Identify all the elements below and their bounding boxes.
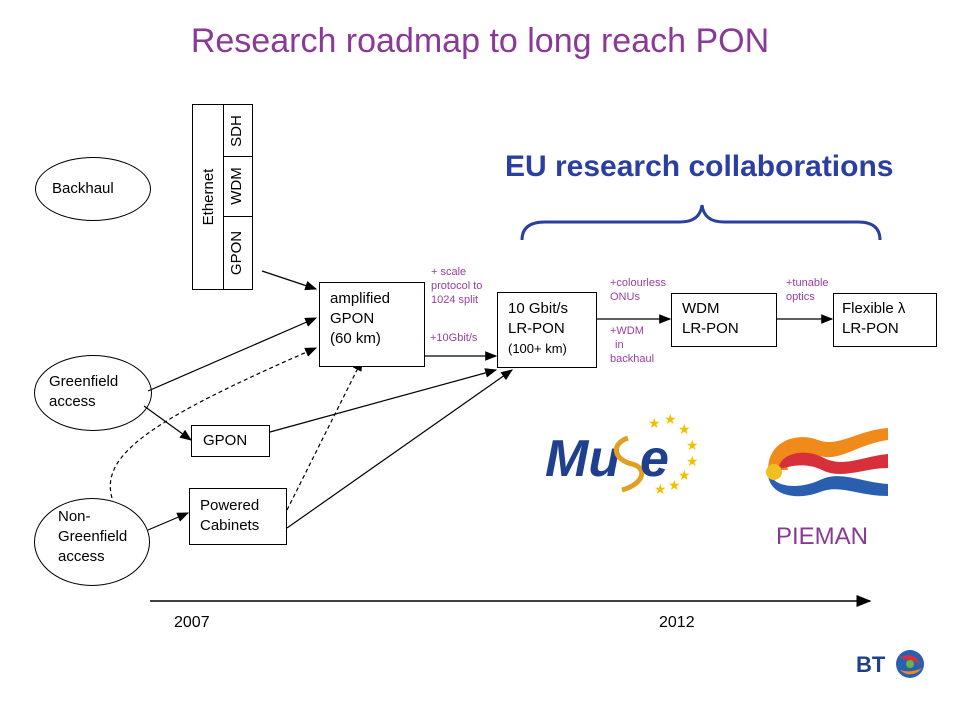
flexible-lr-pon-label-2: LR-PON [842,320,899,337]
divider [223,216,253,217]
svg-text:★: ★ [678,422,691,438]
svg-text:★: ★ [686,454,699,470]
scale-annotation-1: + scale [431,266,467,278]
colourless-annotation-1: +colourless [610,277,666,289]
eu-collaborations-label: EU research collaborations [505,150,894,183]
non-greenfield-label-3: access [58,548,105,565]
svg-text:e: e [640,430,669,488]
dashed-arrow-powered-to-amplified [286,358,363,511]
lr-pon-10g-label-3: (100+ km) [508,341,567,356]
greenfield-label-1: Greenfield [49,373,119,390]
lr-pon-10g-label-1: 10 Gbit/s [508,300,569,317]
10g-annotation: +10Gbit/s [430,332,478,344]
greenfield-label-2: access [49,393,96,410]
lr-pon-10g-box: 10 Gbit/s LR-PON (100+ km) [497,292,597,368]
wdm-backhaul-annotation-2: in [615,339,624,351]
amplified-gpon-label-3: (60 km) [330,330,381,347]
wdm-vertical-label: WDM [228,167,245,205]
arrow-greenfield-to-gpon [143,405,192,441]
amplified-gpon-label-2: GPON [330,310,375,327]
non-greenfield-node: Non- Greenfield access [34,498,150,586]
greenfield-node: Greenfield access [34,355,152,431]
gpon-vertical-label: GPON [228,230,245,276]
svg-text:★: ★ [664,412,677,428]
svg-text:★: ★ [654,482,667,498]
wdm-backhaul-annotation-3: backhaul [610,353,655,365]
flexible-lr-pon-label-1: Flexible λ [842,300,906,317]
tunable-annotation: +tunable optics [786,276,829,304]
svg-text:★: ★ [668,478,681,494]
arrow-greenfield-to-amplified [147,317,318,392]
timeline-end-year: 2012 [659,614,695,631]
divider [223,156,253,157]
arrow-nongreen-to-powered [147,512,190,531]
colourless-annotation: +colourless ONUs [610,276,666,304]
non-greenfield-label-2: Greenfield [58,528,128,545]
gpon-box: GPON [191,425,270,457]
collaboration-brace [520,204,882,241]
backhaul-label: Backhaul [52,180,114,197]
wdm-lr-pon-label-1: WDM [682,300,720,317]
bt-logo-text: BT [856,652,886,677]
amplified-gpon-box: amplified GPON (60 km) [319,282,425,367]
ethernet-sub-column [223,104,253,290]
timeline-start-year: 2007 [174,614,210,631]
pieman-logo [728,410,888,512]
slide-title: Research roadmap to long reach PON [190,22,770,60]
muse-logo: Mu e ★★★ ★★★ ★★ [545,412,699,498]
tunable-annotation-1: +tunable [786,277,829,289]
svg-text:★: ★ [648,416,661,432]
powered-cabinets-label-2: Cabinets [200,517,260,534]
powered-cabinets-label-1: Powered [200,497,260,514]
wdm-lr-pon-label-2: LR-PON [682,320,739,337]
arrow-ethernet-to-amplified [261,270,318,291]
ethernet-label: Ethernet [200,168,217,226]
scale-annotation-3: 1024 split [431,294,479,306]
bt-logo: BT [856,648,928,682]
colourless-annotation-2: ONUs [610,291,640,303]
non-greenfield-label-1: Non- [58,508,91,525]
wdm-backhaul-annotation: +WDM in backhaul [610,324,654,366]
amplified-gpon-label-1: amplified [330,290,391,307]
backhaul-node: Backhaul [35,157,151,221]
flexible-lr-pon-box: Flexible λ LR-PON [833,293,937,347]
scale-annotation: + scale protocol to 1024 split [431,265,482,307]
svg-text:Mu: Mu [545,430,620,488]
tunable-annotation-2: optics [786,291,815,303]
sdh-vertical-label: SDH [228,115,245,147]
wdm-lr-pon-box: WDM LR-PON [671,293,777,347]
powered-cabinets-box: Powered Cabinets [189,488,287,545]
dashed-arrow-nongreen-to-amplified [109,347,318,499]
svg-text:★: ★ [686,438,699,454]
gpon-label: GPON [203,432,248,449]
arrow-gpon-to-lr10 [269,368,498,433]
lr-pon-10g-label-2: LR-PON [508,320,565,337]
pieman-label: PIEMAN [776,523,869,550]
arrow-powered-to-lr10 [286,369,513,529]
scale-annotation-2: protocol to [431,280,483,292]
bt-globe-icon [896,650,924,678]
wdm-backhaul-annotation-1: +WDM [610,325,644,337]
svg-text:★: ★ [678,468,691,484]
